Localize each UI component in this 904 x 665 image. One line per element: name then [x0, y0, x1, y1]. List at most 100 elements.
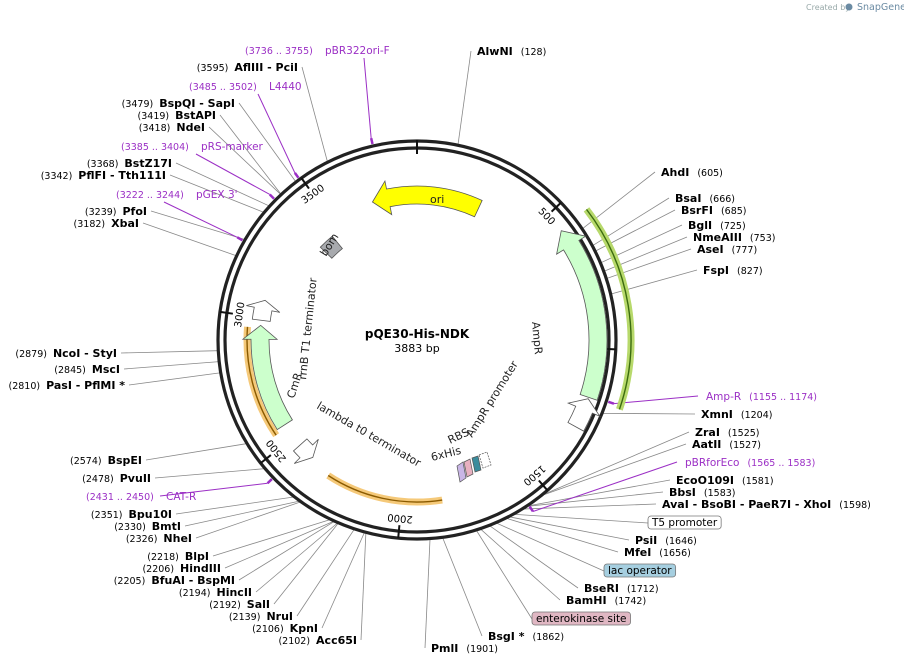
- site-label[interactable]: NdeI(3418): [139, 121, 205, 134]
- site-position: (605): [697, 168, 723, 179]
- site-label[interactable]: BmtI(2330): [114, 520, 181, 533]
- site-label[interactable]: BglI(725): [688, 219, 746, 232]
- site-name: MscI: [92, 363, 120, 376]
- site-label[interactable]: BsrFI(685): [681, 204, 747, 217]
- site-label[interactable]: BbsI(1583): [669, 486, 736, 499]
- site-label[interactable]: NruI(2139): [229, 610, 293, 623]
- site-leader-line: [508, 516, 630, 541]
- rrnb-t1-terminator-feature[interactable]: [246, 299, 281, 322]
- site-leader-line: [150, 210, 246, 241]
- site-label[interactable]: PmlI(1901): [431, 642, 498, 655]
- site-leader-line: [273, 522, 339, 605]
- site-label[interactable]: BfuAI - BspMI(2205): [114, 574, 235, 587]
- site-label[interactable]: Acc65I(2102): [278, 634, 357, 647]
- site-label[interactable]: AhdI(605): [661, 166, 723, 179]
- t5-promoter-box[interactable]: [478, 451, 492, 469]
- site-label[interactable]: HindIII(2206): [142, 562, 221, 575]
- primer-label[interactable]: L4440(3485 .. 3502): [189, 81, 302, 93]
- site-label[interactable]: AflIII - PciI(3595): [197, 61, 298, 74]
- primer-label[interactable]: CAT-R(2431 .. 2450): [86, 491, 196, 503]
- site-position: (1598): [839, 500, 871, 511]
- boxed-feature-label[interactable]: T5 promoter: [647, 515, 722, 530]
- site-label[interactable]: BlpI(2218): [147, 550, 209, 563]
- ampr-feature[interactable]: [556, 230, 608, 401]
- boxed-feature-leader: [475, 529, 533, 620]
- site-leader-line: [526, 479, 671, 507]
- boxed-feature-label[interactable]: enterokinase site: [531, 611, 631, 626]
- site-label[interactable]: BamHI(1742): [566, 594, 646, 607]
- site-position: (3595): [197, 63, 229, 74]
- site-label[interactable]: NmeAIII(753): [693, 231, 775, 244]
- site-position: (2206): [142, 564, 174, 575]
- site-label[interactable]: BspQI - SapI(3479): [122, 97, 235, 110]
- lambda-t0-terminator-feature[interactable]: [292, 438, 319, 464]
- rbs-box[interactable]: [456, 461, 467, 483]
- site-label[interactable]: MfeI(1656): [624, 546, 691, 559]
- site-label[interactable]: BseRI(1712): [584, 582, 659, 595]
- site-position: (2810): [9, 381, 41, 392]
- site-position: (3418): [139, 123, 171, 134]
- ndk-orf-highlight: [326, 472, 443, 506]
- primer-leader-line: [257, 93, 296, 174]
- site-leader-line: [219, 114, 282, 195]
- site-label[interactable]: KpnI(2106): [252, 622, 318, 635]
- site-label[interactable]: EcoO109I(1581): [676, 474, 774, 487]
- primer-label[interactable]: Amp-R(1155 .. 1174): [706, 391, 817, 403]
- primer-position: (1565 .. 1583): [747, 458, 815, 469]
- ori-feature[interactable]: [371, 180, 483, 218]
- site-position: (128): [521, 47, 547, 58]
- site-label[interactable]: XmnI(1204): [701, 408, 772, 421]
- site-name: BlpI: [185, 550, 209, 563]
- site-leader-line: [601, 412, 696, 415]
- ruler-tick: [219, 310, 234, 315]
- site-label[interactable]: ZraI(1525): [695, 426, 760, 439]
- site-label[interactable]: NcoI - StyI(2879): [15, 347, 117, 360]
- site-label[interactable]: PvuII(2478): [82, 472, 151, 485]
- site-label[interactable]: BspEI(2574): [70, 454, 142, 467]
- site-label[interactable]: PsiI(1646): [635, 534, 697, 547]
- primer-label[interactable]: pRS-marker(3385 .. 3404): [121, 141, 264, 153]
- ampr-promoter-feature[interactable]: [566, 398, 601, 432]
- site-leader-line: [212, 519, 332, 557]
- site-label[interactable]: PasI - PflMI *(2810): [9, 379, 126, 392]
- site-position: (3419): [138, 111, 170, 122]
- site-label[interactable]: PfoI(3239): [85, 205, 147, 218]
- boxed-feature-label[interactable]: lac operator: [603, 563, 677, 578]
- primer-label[interactable]: pBR322ori-F(3736 .. 3755): [245, 45, 390, 57]
- site-position: (1204): [741, 410, 773, 421]
- primer-label[interactable]: pBRforEco(1565 .. 1583): [685, 457, 815, 469]
- site-label[interactable]: AseI(777): [697, 243, 757, 256]
- his-tag-features[interactable]: [456, 451, 492, 483]
- his-tag-label: 6xHis: [430, 444, 463, 464]
- his-tag-box[interactable]: [463, 458, 474, 478]
- site-leader-line: [184, 500, 301, 527]
- site-leader-line: [526, 491, 664, 507]
- site-label[interactable]: AlwNI(128): [477, 45, 546, 58]
- lac-operator-box[interactable]: [471, 455, 482, 473]
- primer-marks: [159, 57, 699, 513]
- site-label[interactable]: HincII(2194): [179, 586, 252, 599]
- primer-leader-line: [613, 395, 699, 405]
- site-label[interactable]: XbaI(3182): [74, 217, 139, 230]
- site-label[interactable]: BstZ17I(3368): [87, 157, 172, 170]
- site-label[interactable]: AatII(1527): [692, 438, 761, 451]
- site-label[interactable]: FspI(827): [703, 264, 763, 277]
- site-leader-line: [195, 501, 302, 539]
- cmr-feature[interactable]: [241, 324, 293, 431]
- site-name: BseRI: [584, 582, 619, 595]
- site-label[interactable]: SalI(2192): [209, 598, 270, 611]
- boxed-feature-leader: [513, 513, 649, 524]
- site-name: NheI: [163, 532, 192, 545]
- site-label[interactable]: MscI(2845): [54, 363, 120, 376]
- site-label[interactable]: BstAPI(3419): [138, 109, 216, 122]
- site-label[interactable]: NheI(2326): [126, 532, 192, 545]
- primer-label[interactable]: pGEX 3'(3222 .. 3244): [116, 189, 238, 201]
- site-label[interactable]: AvaI - BsoBI - PaeR7I - XhoI(1598): [662, 498, 871, 511]
- site-name: HincII: [216, 586, 252, 599]
- bom-feature[interactable]: [319, 235, 343, 259]
- site-position: (3342): [41, 171, 73, 182]
- site-label[interactable]: PflFI - Tth111I(3342): [41, 169, 166, 182]
- site-label[interactable]: Bpu10I(2351): [91, 508, 172, 521]
- site-label[interactable]: BsaI(666): [675, 192, 735, 205]
- site-label[interactable]: BsgI *(1862): [488, 630, 564, 643]
